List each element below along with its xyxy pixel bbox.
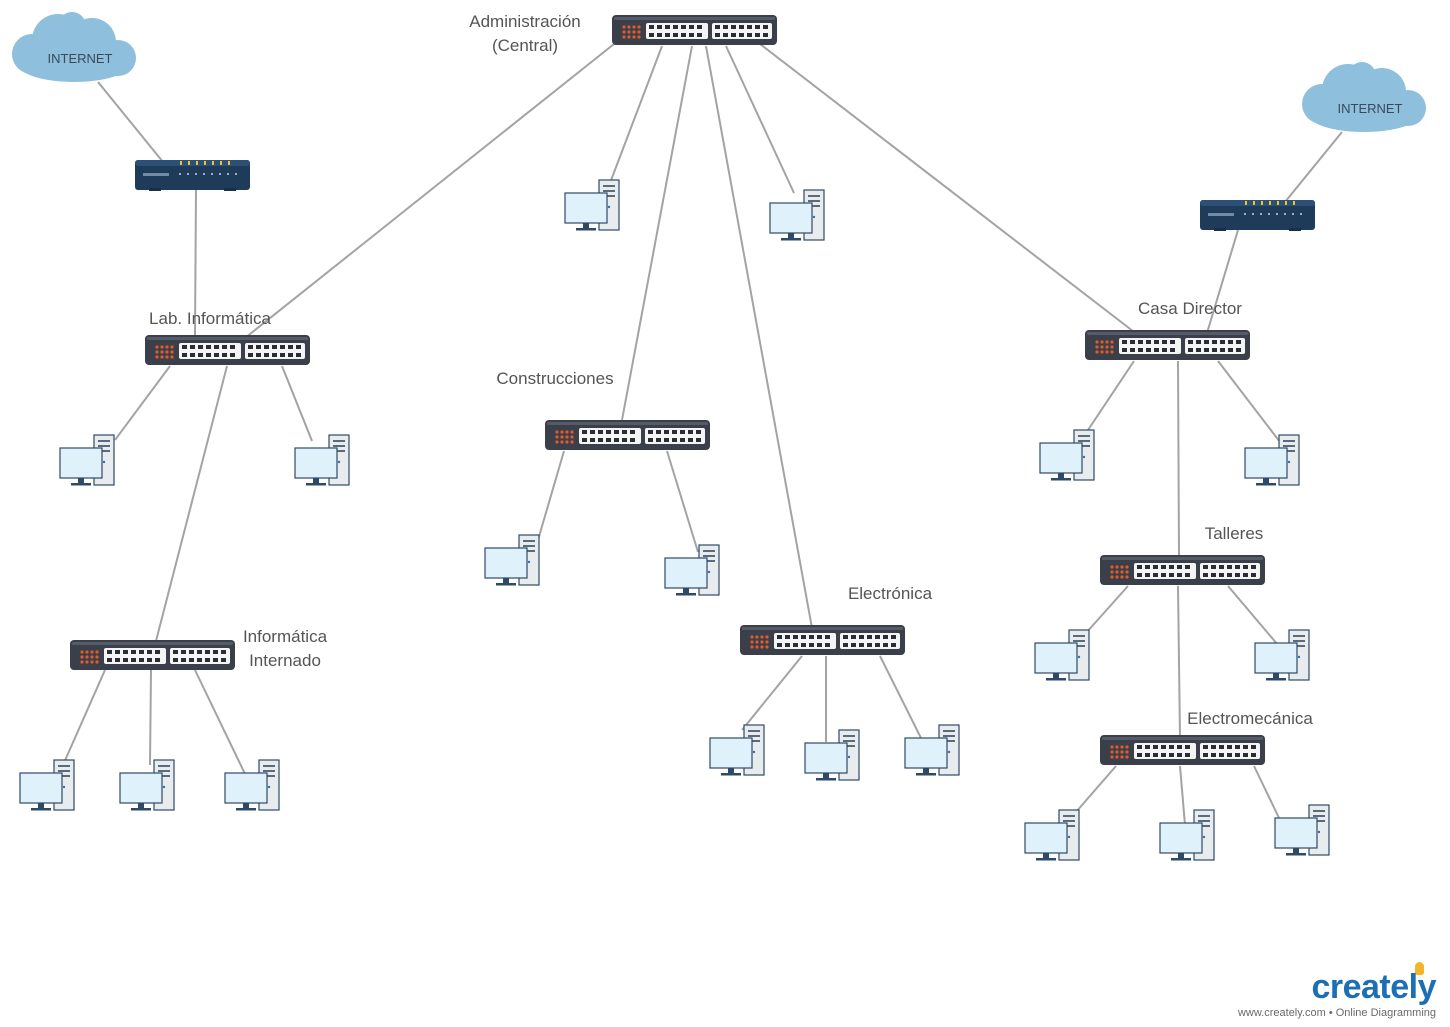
pc-icon	[769, 189, 825, 242]
label-casa-director: Casa Director	[1138, 299, 1242, 318]
router-right-icon	[1200, 200, 1315, 231]
pc-icon	[1244, 434, 1300, 487]
connection-lines	[62, 43, 1343, 826]
cloud-label: INTERNET	[48, 51, 113, 66]
pc-icon	[1039, 429, 1095, 482]
switch-talleres-icon	[1100, 555, 1265, 585]
creately-tagline: www.creately.com • Online Diagramming	[1237, 1007, 1436, 1019]
switch-construcciones-icon	[545, 420, 710, 450]
label-lab-informatica: Lab. Informática	[149, 309, 271, 328]
pc-icon	[59, 434, 115, 487]
pc-icon	[1274, 804, 1330, 857]
switch-electronica-icon	[740, 625, 905, 655]
label-administracion-line1: Administración	[469, 12, 581, 31]
pc-icon	[664, 544, 720, 597]
pc-icon	[224, 759, 280, 812]
switch-electromecanica-icon	[1100, 735, 1265, 765]
label-talleres: Talleres	[1205, 524, 1264, 543]
switch-informatica-internado-icon	[70, 640, 235, 670]
router-left-icon	[135, 160, 250, 191]
creately-logo: creately	[1311, 968, 1436, 1006]
pc-icon	[19, 759, 75, 812]
label-internado-line2: Internado	[249, 651, 321, 670]
pc-icon	[804, 729, 860, 782]
switch-casa-director-icon	[1085, 330, 1250, 360]
pc-icon	[484, 534, 540, 587]
switch-lab-informatica-icon	[145, 335, 310, 365]
lightbulb-icon	[1415, 962, 1424, 975]
pc-icon	[294, 434, 350, 487]
label-internado-line1: Informática	[243, 627, 328, 646]
label-electromecanica: Electromecánica	[1187, 709, 1313, 728]
creately-watermark: creately www.creately.com • Online Diagr…	[1237, 968, 1437, 1019]
label-administracion-line2: (Central)	[492, 36, 558, 55]
cloud-label: INTERNET	[1338, 101, 1403, 116]
switch-administracion-icon	[612, 15, 777, 45]
pc-icon	[1024, 809, 1080, 862]
pc-icon	[709, 724, 765, 777]
pc-icon	[1254, 629, 1310, 682]
label-construcciones: Construcciones	[496, 369, 613, 388]
internet-cloud-left: INTERNET	[12, 12, 136, 82]
pc-icon	[904, 724, 960, 777]
internet-cloud-right: INTERNET	[1302, 62, 1426, 132]
label-electronica: Electrónica	[848, 584, 933, 603]
pc-icon	[1034, 629, 1090, 682]
pc-icon	[119, 759, 175, 812]
pc-icon	[1159, 809, 1215, 862]
pc-icon	[564, 179, 620, 232]
